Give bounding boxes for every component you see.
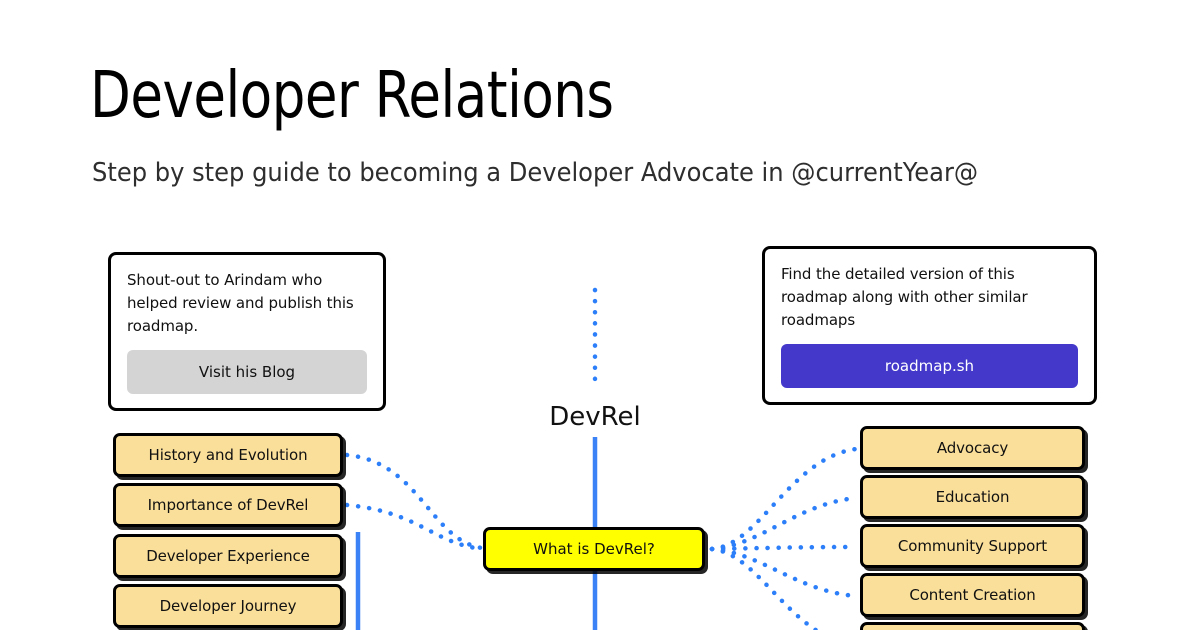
topic-importance-of-devrel[interactable]: Importance of DevRel xyxy=(113,483,343,527)
note-card-roadmap-link: Find the detailed version of this roadma… xyxy=(762,246,1097,405)
topic-developer-experience[interactable]: Developer Experience xyxy=(113,534,343,578)
node-what-is-devrel[interactable]: What is DevRel? xyxy=(483,527,705,571)
topic-right-5-clipped[interactable] xyxy=(860,622,1085,630)
topic-advocacy[interactable]: Advocacy xyxy=(860,426,1085,470)
note-card-credits: Shout-out to Arindam who helped review a… xyxy=(108,252,386,411)
link-left-1 xyxy=(344,452,485,551)
roadmap-sh-button[interactable]: roadmap.sh xyxy=(781,344,1078,388)
link-right-1 xyxy=(709,446,859,552)
link-right-3 xyxy=(709,544,859,552)
topic-history-and-evolution[interactable]: History and Evolution xyxy=(113,433,343,477)
page-title: Developer Relations xyxy=(90,59,614,133)
topic-developer-journey[interactable]: Developer Journey xyxy=(113,584,343,628)
page-subtitle: Step by step guide to becoming a Develop… xyxy=(92,158,979,188)
topic-content-creation[interactable]: Content Creation xyxy=(860,573,1085,617)
link-right-5 xyxy=(709,546,820,630)
section-label-devrel: DevRel xyxy=(549,402,641,432)
link-right-2 xyxy=(709,495,859,552)
topic-community-support[interactable]: Community Support xyxy=(860,524,1085,568)
note-roadmap-text: Find the detailed version of this roadma… xyxy=(781,265,1028,329)
link-left-2 xyxy=(344,502,485,552)
topic-education[interactable]: Education xyxy=(860,475,1085,519)
link-right-4 xyxy=(709,546,859,599)
note-credits-text: Shout-out to Arindam who helped review a… xyxy=(127,271,354,335)
visit-blog-button[interactable]: Visit his Blog xyxy=(127,350,367,394)
